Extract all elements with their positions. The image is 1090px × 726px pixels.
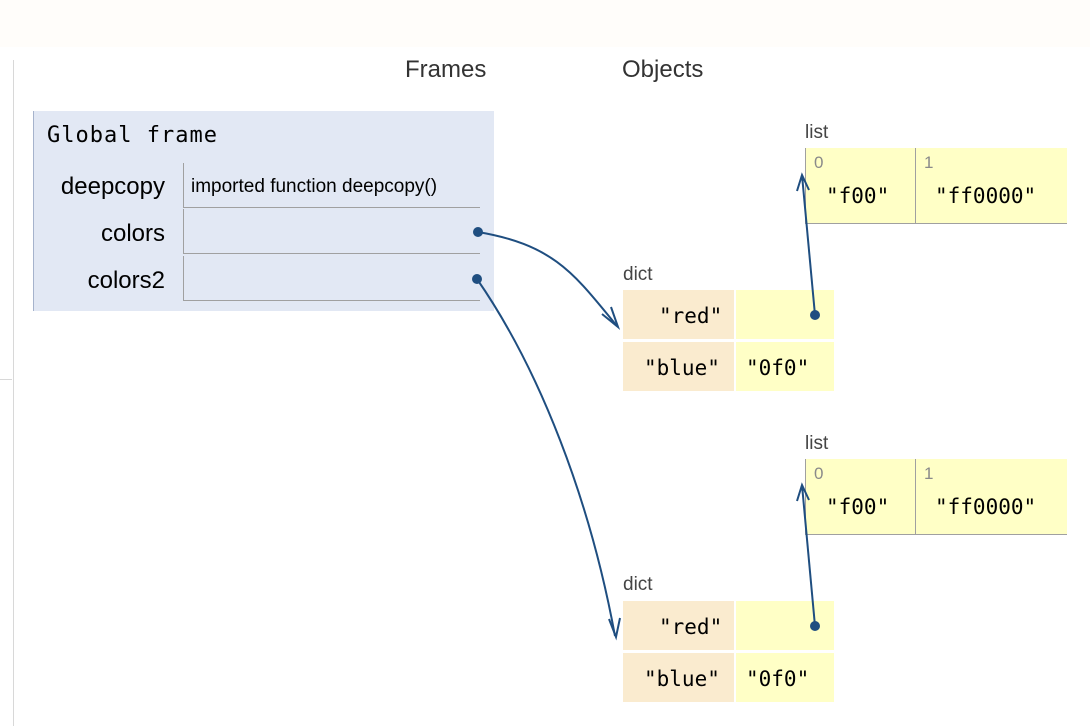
- dict-key: "red": [623, 601, 734, 650]
- list-value: "ff0000": [935, 184, 1037, 208]
- list-index: 0: [814, 464, 824, 483]
- dict-key: "red": [623, 290, 734, 339]
- dict1-red-pointer-dot: [810, 310, 820, 320]
- var-name-colors: colors: [100, 220, 165, 247]
- list1-object: 0 "f00" 1 "ff0000": [805, 148, 1067, 224]
- divider-tick: [0, 379, 12, 380]
- list2-object: 0 "f00" 1 "ff0000": [805, 459, 1067, 535]
- var-value-colors2: [183, 256, 480, 301]
- frame-title: Global frame: [47, 123, 218, 148]
- top-band: [0, 0, 1090, 47]
- var-name-colors2: colors2: [87, 267, 165, 294]
- var-value-deepcopy: imported function deepcopy(): [183, 163, 480, 208]
- colors2-pointer-dot: [472, 274, 482, 284]
- list-cell: 1 "ff0000": [915, 148, 1068, 223]
- frames-header: Frames: [405, 56, 487, 83]
- colors-arrowhead: [601, 306, 621, 331]
- list-cell: 0 "f00": [806, 148, 914, 223]
- list-index: 1: [924, 153, 934, 172]
- dict-key: "blue": [623, 342, 734, 391]
- list-cell: 1 "ff0000": [915, 459, 1068, 534]
- dict-key: "blue": [623, 653, 734, 702]
- dict2-object: "red" "blue" "0f0": [623, 601, 834, 703]
- list2-type-label: list: [805, 433, 829, 454]
- dict-key-text: "red": [659, 304, 723, 328]
- dict1-type-label: dict: [623, 264, 653, 285]
- var-value-colors: [183, 209, 480, 254]
- colors-pointer-arrow: [477, 231, 618, 327]
- dict-value-text: "0f0": [746, 356, 810, 380]
- colors2-pointer-arrow: [476, 278, 616, 637]
- dict2-red-pointer-dot: [810, 621, 820, 631]
- var-value-text: imported function deepcopy(): [191, 176, 438, 197]
- dict1-red-pointer-arrow: [801, 174, 816, 316]
- var-name-deepcopy: deepcopy: [60, 173, 165, 200]
- list1-type-label: list: [805, 122, 829, 143]
- list-value: "f00": [826, 184, 890, 208]
- left-divider: [13, 60, 14, 726]
- dict-key-text: "blue": [644, 667, 720, 691]
- list-index: 1: [924, 464, 934, 483]
- dict1-object: "red" "blue" "0f0": [623, 290, 834, 392]
- colors-pointer-dot: [473, 227, 483, 237]
- dict2-type-label: dict: [623, 574, 653, 595]
- list-cell: 0 "f00": [806, 459, 914, 534]
- dict-value: "0f0": [736, 653, 834, 702]
- dict-key-text: "red": [659, 615, 723, 639]
- dict-value: "0f0": [736, 342, 834, 391]
- list-value: "ff0000": [935, 495, 1037, 519]
- dict2-red-arrowhead: [796, 482, 810, 502]
- colors2-arrowhead: [608, 617, 621, 641]
- list-value: "f00": [826, 495, 890, 519]
- dict2-red-pointer-arrow: [801, 484, 816, 627]
- dict1-red-arrowhead: [796, 172, 810, 192]
- dict-key-text: "blue": [644, 356, 720, 380]
- objects-header: Objects: [622, 56, 704, 83]
- list-index: 0: [814, 153, 824, 172]
- global-frame: Global frame deepcopy imported function …: [33, 111, 494, 311]
- dict-value-text: "0f0": [746, 667, 810, 691]
